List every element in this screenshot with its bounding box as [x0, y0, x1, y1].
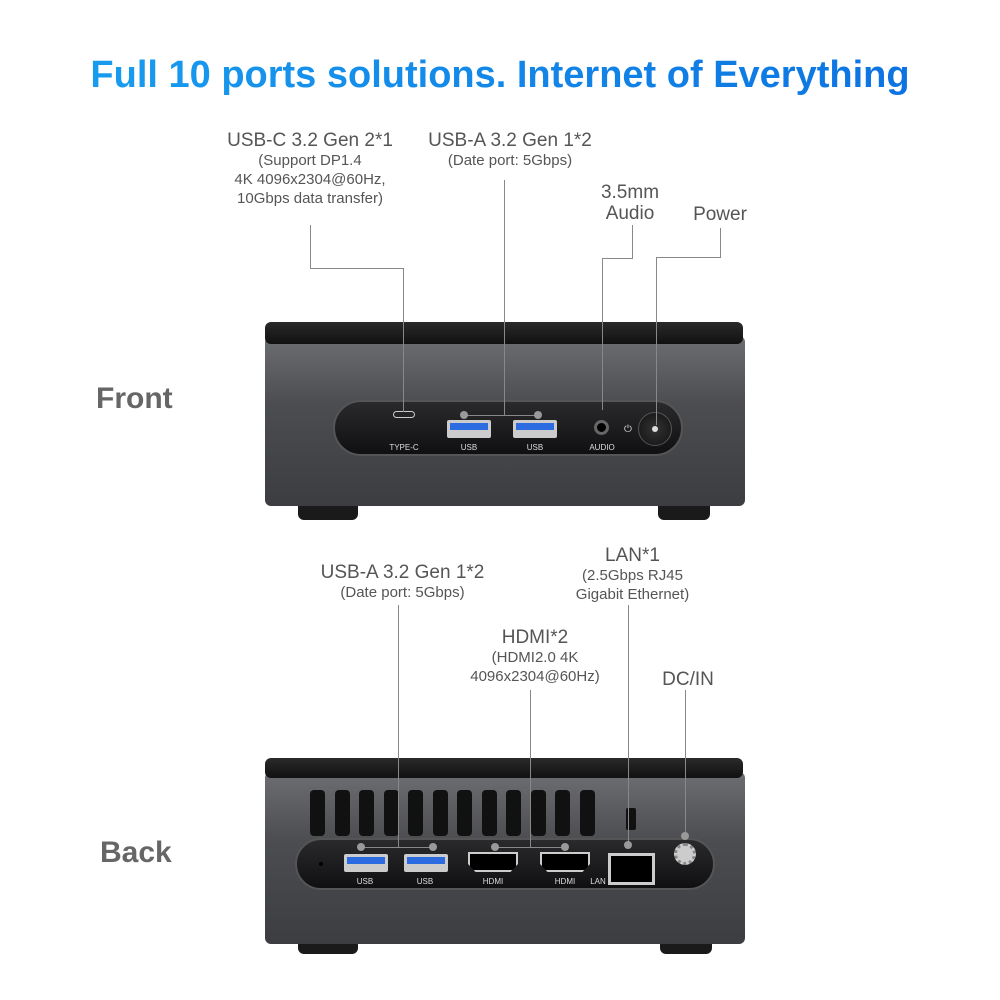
vent-slot	[432, 790, 448, 836]
hdmi-detail-1: (HDMI2.0 4K	[491, 649, 579, 666]
hdmi-port	[540, 852, 590, 872]
lan-detail-2: Gigabit Ethernet)	[575, 586, 690, 603]
usbc-detail-2: 4K 4096x2304@60Hz,	[234, 171, 386, 188]
leader-dot	[534, 411, 542, 419]
usb-port-label: USB	[460, 443, 478, 452]
usb-port	[404, 854, 448, 872]
leader-line	[720, 228, 721, 257]
power-symbol-icon: ⏻	[624, 424, 632, 435]
leader-line	[495, 847, 565, 848]
leader-line	[530, 690, 531, 847]
lan-title: LAN*1	[605, 545, 660, 566]
usbc-port	[393, 411, 415, 418]
hdmi-title: HDMI*2	[501, 627, 569, 648]
back-usba-title: USB-A 3.2 Gen 1*2	[320, 562, 485, 583]
leader-line	[310, 225, 311, 268]
audio-label-2: Audio	[605, 203, 655, 224]
leader-line	[685, 690, 686, 835]
audio-label-1: 3.5mm	[600, 182, 660, 203]
vent-slot	[481, 790, 497, 836]
hdmi-label: HDMI*2 (HDMI2.0 4K 4096x2304@60Hz)	[455, 627, 615, 686]
usb-port	[447, 420, 491, 438]
vent-slot	[383, 790, 399, 836]
leader-line	[361, 847, 433, 848]
leader-dot	[624, 841, 632, 849]
leader-line	[632, 225, 633, 258]
leader-line	[310, 268, 404, 269]
audio-port-label: AUDIO	[589, 443, 615, 452]
leader-dot	[681, 832, 689, 840]
headline: Full 10 ports solutions. Internet of Eve…	[0, 54, 1000, 97]
vent-slot	[579, 790, 595, 836]
hdmi-port-label: HDMI	[482, 877, 504, 886]
leader-dot	[357, 843, 365, 851]
usb-port	[344, 854, 388, 872]
front-label: Front	[96, 382, 173, 415]
vent-slot	[408, 790, 423, 836]
hdmi-port-label: HDMI	[554, 877, 576, 886]
power-label: Power	[693, 204, 747, 225]
usbc-title: USB-C 3.2 Gen 2*1	[227, 130, 393, 151]
vent-slot	[555, 790, 570, 836]
front-port-panel	[333, 400, 683, 456]
usbc-detail-3: 10Gbps data transfer)	[237, 190, 383, 207]
back-usba-detail: (Date port: 5Gbps)	[340, 584, 465, 601]
vent-slot	[457, 790, 472, 836]
front-usba-title: USB-A 3.2 Gen 1*2	[428, 130, 592, 151]
back-usba-label: USB-A 3.2 Gen 1*2 (Date port: 5Gbps)	[300, 562, 505, 602]
back-label: Back	[100, 836, 172, 869]
vent-grille	[310, 790, 610, 838]
power-button	[638, 412, 672, 446]
leader-line	[602, 258, 633, 259]
front-usba-detail: (Date port: 5Gbps)	[447, 152, 573, 169]
leader-dot	[491, 843, 499, 851]
hdmi-detail-2: 4096x2304@60Hz)	[470, 668, 600, 685]
typec-port-label: TYPE-C	[389, 443, 419, 452]
usb-port-label: USB	[416, 877, 434, 886]
leader-line	[656, 257, 721, 258]
dc-in-label: DC/IN	[662, 669, 714, 690]
usbc-detail-1: (Support DP1.4	[258, 152, 362, 169]
usb-port-label: USB	[526, 443, 544, 452]
leader-line	[602, 258, 603, 410]
lock-slot	[626, 808, 636, 830]
dc-in-jack	[674, 843, 696, 865]
vent-slot	[506, 790, 521, 836]
lan-port	[608, 853, 655, 885]
front-usba-label: USB-A 3.2 Gen 1*2 (Date port: 5Gbps)	[405, 130, 615, 170]
usb-port-label: USB	[356, 877, 374, 886]
leader-dot	[561, 843, 569, 851]
usbc-label: USB-C 3.2 Gen 2*1 (Support DP1.4 4K 4096…	[200, 130, 420, 208]
back-lid	[265, 758, 743, 778]
audio-jack	[594, 420, 609, 435]
leader-line	[504, 180, 505, 415]
leader-line	[464, 415, 538, 416]
usb-port	[513, 420, 557, 438]
lan-detail-1: (2.5Gbps RJ45	[582, 567, 683, 584]
vent-slot	[310, 790, 325, 836]
vent-slot	[359, 790, 374, 836]
audio-label: 3.5mm Audio	[580, 182, 680, 224]
reset-hole	[319, 862, 323, 866]
vent-slot	[530, 790, 546, 836]
lan-port-label: LAN	[590, 877, 606, 886]
lan-label: LAN*1 (2.5Gbps RJ45 Gigabit Ethernet)	[550, 545, 715, 604]
vent-slot	[334, 790, 350, 836]
leader-dot	[429, 843, 437, 851]
leader-dot	[460, 411, 468, 419]
leader-line	[628, 605, 629, 845]
leader-line	[403, 268, 404, 412]
leader-line	[656, 257, 657, 425]
hdmi-port	[468, 852, 518, 872]
leader-line	[398, 605, 399, 847]
